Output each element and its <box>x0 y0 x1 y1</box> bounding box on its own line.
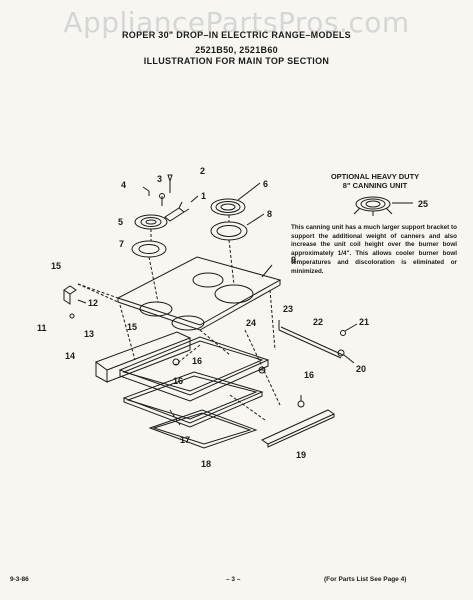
callout-12: 12 <box>88 298 98 308</box>
callout-16-right: 16 <box>304 370 314 380</box>
front-trim-14 <box>94 331 192 383</box>
footer-date: 9-3-86 <box>10 576 29 583</box>
optional-title-1: OPTIONAL HEAVY DUTY <box>330 172 420 181</box>
header-title: ROPER 30" DROP–IN ELECTRIC RANGE–MODELS <box>121 30 351 40</box>
trim-strip-18 <box>148 409 258 449</box>
drip-bowl-8 <box>210 213 265 241</box>
callout-19: 19 <box>296 450 306 460</box>
callout-23: 23 <box>283 304 293 314</box>
header-models: 2521B50, 2521B60 <box>195 45 278 55</box>
callout-1: 1 <box>201 191 206 201</box>
footer-parts-list-ref: (For Parts List See Page 4) <box>324 576 407 583</box>
callout-7: 7 <box>119 239 124 249</box>
callout-11: 11 <box>37 323 47 333</box>
callout-25: 25 <box>418 199 428 209</box>
callout-6: 6 <box>263 179 268 189</box>
screws-16 <box>172 358 305 408</box>
optional-title-2: 8" CANNING UNIT <box>342 181 408 190</box>
main-top-pan-24 <box>118 336 270 402</box>
callout-4: 4 <box>121 180 126 190</box>
callout-20: 20 <box>356 364 366 374</box>
callout-9: 9 <box>291 255 296 265</box>
surface-element-5 <box>134 195 199 230</box>
callout-5: 5 <box>118 217 123 227</box>
callout-13: 13 <box>84 329 94 339</box>
header-subtitle: ILLUSTRATION FOR MAIN TOP SECTION <box>143 56 330 66</box>
optional-note: This canning unit has a much larger supp… <box>291 224 457 275</box>
watermark: AppliancePartsPros.com <box>63 6 410 39</box>
callout-18: 18 <box>201 459 211 469</box>
canning-unit-drawing <box>353 196 413 216</box>
callout-16-mid: 16 <box>192 356 202 366</box>
surface-element-6 <box>210 182 261 216</box>
hardware-parts-1-4 <box>142 174 173 206</box>
callout-2: 2 <box>200 166 205 176</box>
callout-17: 17 <box>180 435 190 445</box>
callout-labels: 2 3 4 1 6 8 5 7 9 15 12 11 13 15 14 24 2… <box>37 166 428 469</box>
callout-21: 21 <box>359 317 369 327</box>
callout-15: 15 <box>127 322 137 332</box>
hinge-parts-11-13 <box>63 285 87 319</box>
callout-24: 24 <box>246 318 256 328</box>
callout-3: 3 <box>157 174 162 184</box>
callout-16-left: 16 <box>173 376 183 386</box>
drip-bowl-7 <box>131 240 167 258</box>
trim-strip-19 <box>260 409 336 448</box>
support-rod-22 <box>278 320 358 364</box>
callout-14: 14 <box>65 351 75 361</box>
footer-page-number: – 3 – <box>226 576 241 583</box>
callout-8: 8 <box>267 209 272 219</box>
callout-15-top: 15 <box>51 261 61 271</box>
callout-22: 22 <box>313 317 323 327</box>
burner-box-17 <box>122 371 264 428</box>
